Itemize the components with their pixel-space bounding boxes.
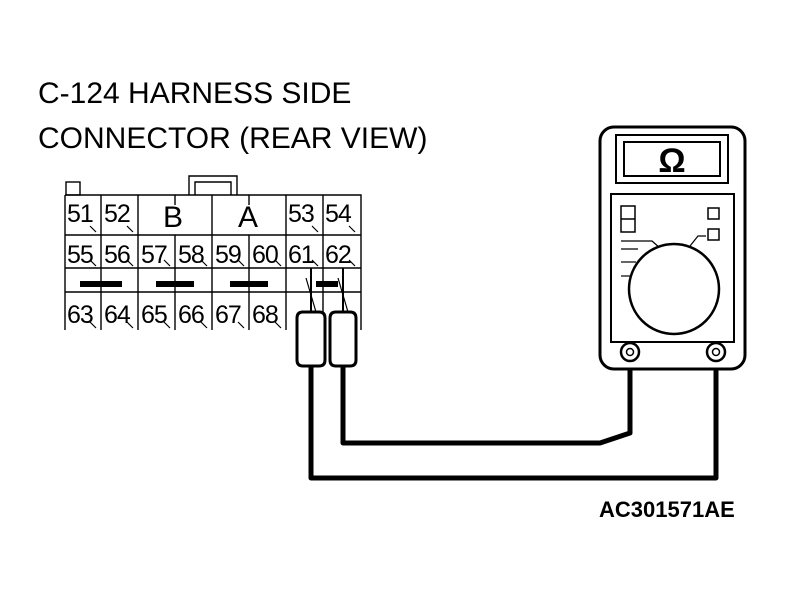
connector-row-1: 51 52 B A 53 54 <box>67 200 353 234</box>
title-line-1: C-124 HARNESS SIDE <box>38 77 351 110</box>
connector-key <box>65 181 81 196</box>
connector-row-3: 63 64 65 66 67 68 <box>67 301 279 329</box>
figure-code: AC301571AE <box>599 497 735 522</box>
pin-54-label: 54 <box>325 200 352 228</box>
connector-row-2: 55 56 57 58 59 60 61 62 <box>67 241 352 269</box>
connector-lock-tab <box>188 175 238 195</box>
pin-58-label: 58 <box>178 241 204 269</box>
pin-63-label: 63 <box>67 301 93 329</box>
pin-57-label: 57 <box>141 241 167 269</box>
connector-outline <box>64 194 362 330</box>
test-leads <box>308 356 719 481</box>
meter-button <box>707 228 720 241</box>
ohmmeter: Ω <box>598 125 747 371</box>
pin-64-label: 64 <box>104 301 131 329</box>
separator-bar <box>230 281 268 287</box>
meter-display-window <box>623 141 721 177</box>
pin-66-label: 66 <box>178 301 204 329</box>
terminal-latches <box>89 225 356 329</box>
pin-65-label: 65 <box>141 301 167 329</box>
separator-bar <box>80 281 122 287</box>
cavity-b-label: B <box>163 201 183 234</box>
probe-2 <box>328 268 358 368</box>
pin-52-label: 52 <box>104 200 130 228</box>
separator-bar <box>316 281 338 287</box>
com-terminal-hole <box>625 347 635 357</box>
pin-51-label: 51 <box>67 200 93 228</box>
pin-67-label: 67 <box>215 301 241 329</box>
ohm-symbol: Ω <box>658 142 685 180</box>
pin-68-label: 68 <box>252 301 278 329</box>
ohm-terminal-hole <box>711 347 721 357</box>
pin-56-label: 56 <box>104 241 130 269</box>
cavity-a-label: A <box>238 201 258 234</box>
pin-55-label: 55 <box>67 241 93 269</box>
lead-red <box>340 356 633 446</box>
separator-bar <box>156 281 194 287</box>
harness-connector <box>64 175 362 330</box>
pin-60-label: 60 <box>252 241 278 269</box>
pin-62-label: 62 <box>325 241 351 269</box>
pin-53-label: 53 <box>288 200 314 228</box>
lead-black <box>308 356 719 481</box>
row-separator-bars <box>80 281 338 287</box>
probe-2-handle <box>328 310 358 368</box>
probe-1-handle <box>295 310 327 368</box>
meter-button <box>707 207 720 220</box>
pin-59-label: 59 <box>215 241 241 269</box>
title-line-2: CONNECTOR (REAR VIEW) <box>38 122 427 155</box>
connector-lock-tab-inner <box>194 181 232 195</box>
probe-1 <box>295 268 327 368</box>
probe-1-tip-hatch <box>305 277 317 313</box>
rotary-dial <box>627 242 721 336</box>
probe-2-tip-hatch <box>337 277 349 313</box>
pin-61-label: 61 <box>288 241 314 269</box>
